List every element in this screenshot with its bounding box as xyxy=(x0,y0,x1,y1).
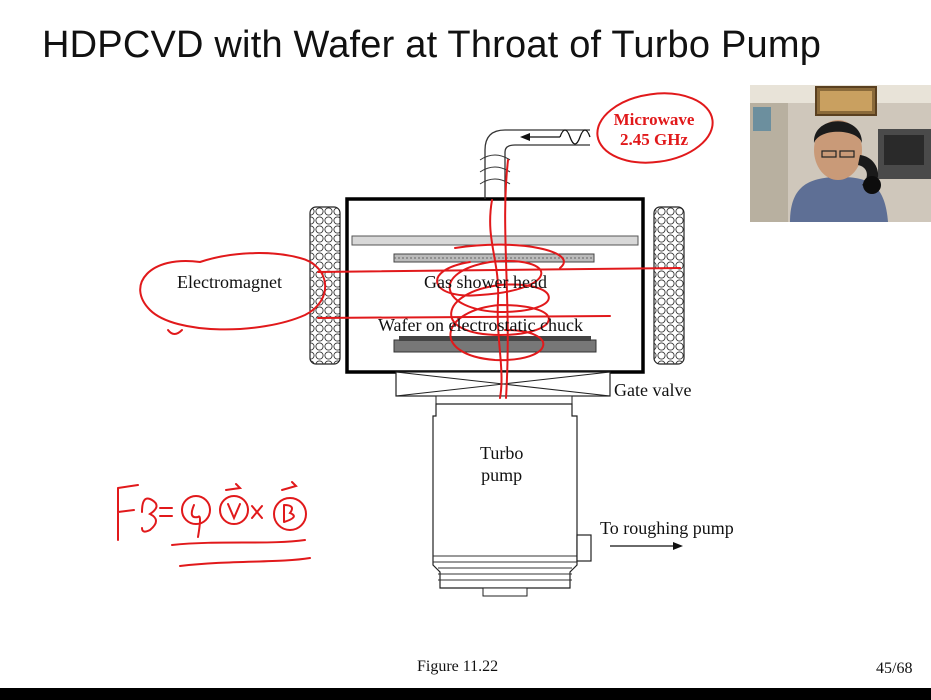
waveguide xyxy=(484,129,590,199)
formula-underline xyxy=(171,539,311,567)
electromagnet-right xyxy=(653,206,685,365)
microwave-label-line1: Microwave xyxy=(613,110,695,129)
microwave-label: Microwave 2.45 GHz xyxy=(604,110,704,150)
plasma-spiral xyxy=(436,159,550,399)
electromagnet-circle xyxy=(139,252,326,331)
handwritten-annotations xyxy=(117,92,714,567)
page-number: 45/68 xyxy=(876,660,913,677)
fb-letter-F xyxy=(117,484,139,541)
microwave-label-line2: 2.45 GHz xyxy=(620,130,688,149)
turbo-pump xyxy=(432,403,578,589)
bottom-bar xyxy=(0,688,931,700)
roughing-pump-label: To roughing pump xyxy=(600,518,734,538)
showerhead-label: Gas shower head xyxy=(424,272,547,292)
microwave-circle xyxy=(596,92,714,164)
turbo-label-line2: pump xyxy=(481,465,523,485)
wafer xyxy=(399,336,591,341)
electromagnet-label: Electromagnet xyxy=(177,272,282,292)
wafer-label: Wafer on electrostatic chuck xyxy=(378,315,583,335)
figure-caption: Figure 11.22 xyxy=(417,658,499,675)
presenter-webcam xyxy=(750,85,931,222)
webcam-frame xyxy=(750,85,931,222)
gate-valve-label: Gate valve xyxy=(614,380,692,400)
electrostatic-chuck xyxy=(393,339,597,353)
slide-title: HDPCVD with Wafer at Throat of Turbo Pum… xyxy=(42,24,822,66)
microwave-wave xyxy=(559,129,591,145)
turbo-label-line1: Turbo xyxy=(480,443,524,463)
roughing-port xyxy=(576,534,592,562)
turbo-pump-label: Turbo pump xyxy=(480,442,523,486)
